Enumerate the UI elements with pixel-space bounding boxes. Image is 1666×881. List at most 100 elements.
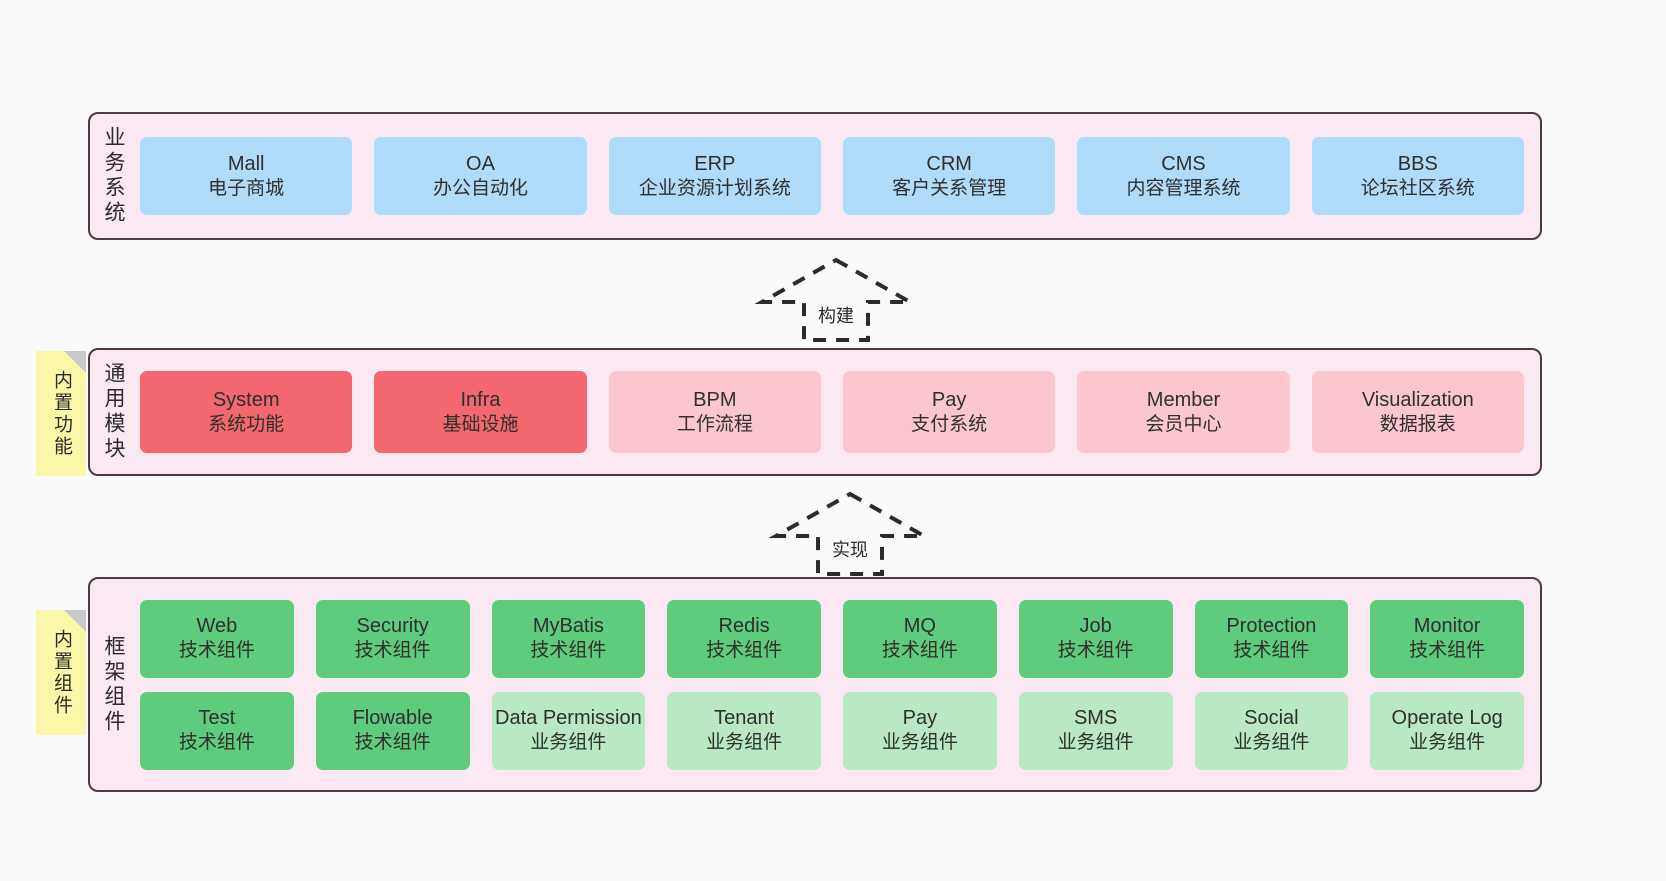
layer-business-systems: 业务系统 Mall 电子商城 OA 办公自动化 ERP 企业资源计划系统 CRM bbox=[88, 112, 1542, 240]
layer-body-business: Mall 电子商城 OA 办公自动化 ERP 企业资源计划系统 CRM 客户关系… bbox=[136, 114, 1540, 238]
node-tenant[interactable]: Tenant 业务组件 bbox=[667, 691, 821, 770]
node-pay-component[interactable]: Pay 业务组件 bbox=[843, 691, 997, 770]
node-operate-log[interactable]: Operate Log 业务组件 bbox=[1370, 691, 1524, 770]
node-tenant-title: Tenant bbox=[714, 707, 775, 730]
framework-row-tech: Web 技术组件 Security 技术组件 MyBatis 技术组件 Redi… bbox=[140, 599, 1524, 678]
node-security-title: Security bbox=[356, 615, 429, 638]
node-redis[interactable]: Redis 技术组件 bbox=[667, 599, 821, 678]
node-job-subtitle: 技术组件 bbox=[1057, 640, 1134, 662]
node-data-permission[interactable]: Data Permission 业务组件 bbox=[491, 691, 646, 770]
node-mall-subtitle: 电子商城 bbox=[208, 177, 285, 199]
node-pay-module-title: Pay bbox=[931, 388, 967, 411]
node-redis-subtitle: 技术组件 bbox=[706, 640, 783, 662]
node-flowable-subtitle: 技术组件 bbox=[354, 732, 431, 754]
node-data-permission-subtitle: 业务组件 bbox=[530, 732, 607, 754]
node-test-subtitle: 技术组件 bbox=[178, 732, 255, 754]
node-mq-title: MQ bbox=[903, 615, 936, 638]
connector-implement: 实现 bbox=[768, 490, 932, 578]
layer-title-business: 业务系统 bbox=[90, 114, 136, 238]
node-job[interactable]: Job 技术组件 bbox=[1018, 599, 1173, 678]
note-fold-icon bbox=[64, 610, 86, 632]
arrow-up-dashed-icon bbox=[754, 257, 918, 342]
node-mq[interactable]: MQ 技术组件 bbox=[843, 599, 997, 678]
node-bbs-subtitle: 论坛社区系统 bbox=[1360, 177, 1475, 199]
node-pay-module[interactable]: Pay 支付系统 bbox=[842, 371, 1056, 453]
note-builtin-features: 内置功能 bbox=[36, 351, 86, 476]
node-visualization[interactable]: Visualization 数据报表 bbox=[1311, 371, 1524, 453]
node-social-title: Social bbox=[1244, 707, 1299, 730]
modules-row: System 系统功能 Infra 基础设施 BPM 工作流程 Pay 支付系统… bbox=[140, 371, 1524, 453]
node-sms-title: SMS bbox=[1073, 707, 1118, 730]
node-web-title: Web bbox=[196, 615, 238, 638]
node-mq-subtitle: 技术组件 bbox=[881, 640, 958, 662]
node-operate-log-title: Operate Log bbox=[1391, 707, 1503, 730]
arrow-up-dashed-icon bbox=[768, 491, 932, 576]
node-sms-subtitle: 业务组件 bbox=[1057, 732, 1134, 754]
node-protection-title: Protection bbox=[1226, 615, 1317, 638]
business-row: Mall 电子商城 OA 办公自动化 ERP 企业资源计划系统 CRM 客户关系… bbox=[140, 137, 1524, 215]
node-security[interactable]: Security 技术组件 bbox=[315, 599, 470, 678]
node-tenant-subtitle: 业务组件 bbox=[706, 732, 783, 754]
node-member[interactable]: Member 会员中心 bbox=[1077, 371, 1290, 453]
node-monitor-title: Monitor bbox=[1413, 615, 1481, 638]
node-bbs[interactable]: BBS 论坛社区系统 bbox=[1311, 137, 1524, 215]
note-builtin-features-text: 内置功能 bbox=[50, 369, 72, 458]
node-erp[interactable]: ERP 企业资源计划系统 bbox=[608, 137, 821, 215]
node-oa-title: OA bbox=[466, 152, 495, 175]
node-monitor[interactable]: Monitor 技术组件 bbox=[1370, 599, 1524, 678]
layer-body-framework: Web 技术组件 Security 技术组件 MyBatis 技术组件 Redi… bbox=[136, 579, 1540, 790]
node-social[interactable]: Social 业务组件 bbox=[1194, 691, 1349, 770]
node-protection-subtitle: 技术组件 bbox=[1233, 640, 1310, 662]
note-builtin-components-text: 内置组件 bbox=[50, 628, 72, 717]
node-redis-title: Redis bbox=[718, 615, 770, 638]
node-crm[interactable]: CRM 客户关系管理 bbox=[842, 137, 1056, 215]
node-mybatis[interactable]: MyBatis 技术组件 bbox=[491, 599, 646, 678]
node-erp-title: ERP bbox=[694, 152, 736, 175]
node-data-permission-title: Data Permission bbox=[495, 707, 642, 730]
connector-build-label: 构建 bbox=[818, 306, 854, 326]
node-visualization-title: Visualization bbox=[1361, 388, 1474, 411]
node-system-subtitle: 系统功能 bbox=[208, 413, 285, 435]
layer-title-business-text: 业务系统 bbox=[102, 126, 126, 226]
note-builtin-components: 内置组件 bbox=[36, 610, 86, 735]
node-cms-title: CMS bbox=[1161, 152, 1206, 175]
node-sms[interactable]: SMS 业务组件 bbox=[1018, 691, 1173, 770]
layer-title-framework-text: 框架组件 bbox=[102, 634, 126, 735]
node-infra-subtitle: 基础设施 bbox=[442, 413, 519, 435]
framework-row-business: Test 技术组件 Flowable 技术组件 Data Permission … bbox=[140, 691, 1524, 770]
node-crm-title: CRM bbox=[926, 152, 972, 175]
node-mall[interactable]: Mall 电子商城 bbox=[140, 137, 353, 215]
node-social-subtitle: 业务组件 bbox=[1233, 732, 1310, 754]
node-pay-component-subtitle: 业务组件 bbox=[881, 732, 958, 754]
connector-build: 构建 bbox=[754, 256, 918, 344]
node-bbs-title: BBS bbox=[1397, 152, 1438, 175]
node-member-subtitle: 会员中心 bbox=[1145, 413, 1222, 435]
layer-title-modules: 通用模块 bbox=[90, 350, 136, 474]
node-infra[interactable]: Infra 基础设施 bbox=[374, 371, 587, 453]
node-test[interactable]: Test 技术组件 bbox=[140, 691, 294, 770]
node-flowable[interactable]: Flowable 技术组件 bbox=[315, 691, 470, 770]
connector-implement-label: 实现 bbox=[832, 540, 868, 560]
note-fold-icon bbox=[64, 351, 86, 373]
node-web[interactable]: Web 技术组件 bbox=[140, 599, 294, 678]
node-infra-title: Infra bbox=[460, 388, 501, 411]
node-protection[interactable]: Protection 技术组件 bbox=[1194, 599, 1349, 678]
node-job-title: Job bbox=[1079, 615, 1112, 638]
node-system-title: System bbox=[212, 388, 280, 411]
node-oa[interactable]: OA 办公自动化 bbox=[374, 137, 587, 215]
node-crm-subtitle: 客户关系管理 bbox=[892, 177, 1007, 199]
node-mybatis-title: MyBatis bbox=[532, 615, 604, 638]
node-system[interactable]: System 系统功能 bbox=[140, 371, 353, 453]
node-bpm[interactable]: BPM 工作流程 bbox=[608, 371, 821, 453]
layer-title-modules-text: 通用模块 bbox=[102, 362, 126, 462]
node-pay-module-subtitle: 支付系统 bbox=[911, 413, 988, 435]
node-operate-log-subtitle: 业务组件 bbox=[1409, 732, 1486, 754]
node-mybatis-subtitle: 技术组件 bbox=[530, 640, 607, 662]
node-bpm-title: BPM bbox=[693, 388, 737, 411]
layer-title-framework: 框架组件 bbox=[90, 579, 136, 790]
node-bpm-subtitle: 工作流程 bbox=[676, 413, 753, 435]
node-cms[interactable]: CMS 内容管理系统 bbox=[1077, 137, 1290, 215]
layer-framework-components: 框架组件 Web 技术组件 Security 技术组件 MyBatis 技术组件… bbox=[88, 577, 1542, 792]
node-erp-subtitle: 企业资源计划系统 bbox=[638, 177, 791, 199]
